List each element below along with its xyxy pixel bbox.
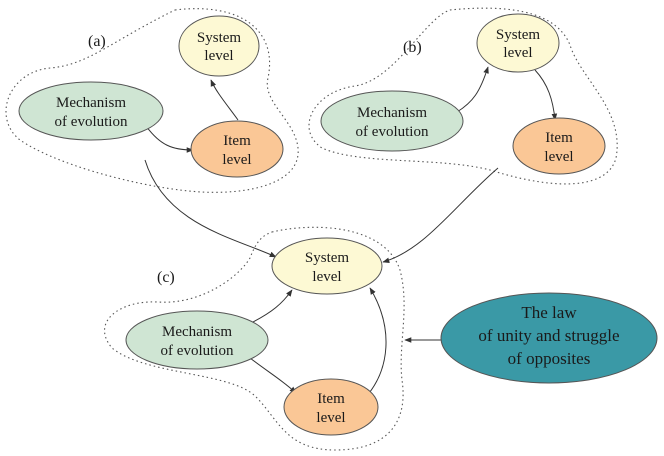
svg-text:System: System xyxy=(305,250,350,266)
arrow-a-to-c-system xyxy=(144,159,277,258)
arrow-b-mechanism-to-system xyxy=(456,66,489,113)
svg-text:Item: Item xyxy=(317,391,345,407)
svg-text:Mechanism: Mechanism xyxy=(162,324,232,340)
svg-text:Mechanism: Mechanism xyxy=(56,95,126,111)
svg-text:level: level xyxy=(312,269,341,285)
arrow-b-to-c-system xyxy=(382,167,499,263)
arrow-a-item-to-system xyxy=(210,79,239,121)
group-outline-a xyxy=(5,8,299,193)
panel-c-label: (c) xyxy=(157,269,175,286)
arrow-c-system-item-bidirectional xyxy=(364,287,387,399)
svg-text:Mechanism: Mechanism xyxy=(357,105,427,121)
node-a-item: Item level xyxy=(190,120,284,178)
panel-b-label: (b) xyxy=(403,39,422,56)
group-outline-b xyxy=(308,7,618,185)
svg-text:The law: The law xyxy=(521,303,577,322)
svg-text:level: level xyxy=(222,152,251,168)
node-a-mechanism: Mechanism of evolution xyxy=(18,81,164,141)
svg-text:System: System xyxy=(496,27,541,43)
panel-b: (b) System level Mechanism of evolution … xyxy=(320,13,606,175)
arrow-b-system-to-item xyxy=(534,69,558,121)
arrow-c-mechanism-to-system xyxy=(252,289,293,323)
node-c-item: Item level xyxy=(283,378,379,436)
svg-text:Item: Item xyxy=(223,133,251,149)
node-law-unity-struggle-opposites: The law of unity and struggle of opposit… xyxy=(440,292,658,384)
node-a-system: System level xyxy=(178,15,260,77)
panel-a: (a) System level Mechanism of evolution … xyxy=(18,15,284,178)
arrow-c-mechanism-to-item xyxy=(249,357,297,394)
node-c-system: System level xyxy=(271,237,383,295)
svg-text:of evolution: of evolution xyxy=(356,124,429,140)
svg-text:level: level xyxy=(544,149,573,165)
node-b-item: Item level xyxy=(512,117,606,175)
group-outline-c xyxy=(104,226,405,451)
svg-text:of unity and struggle: of unity and struggle xyxy=(478,326,619,345)
node-b-mechanism: Mechanism of evolution xyxy=(320,90,464,152)
svg-text:of opposites: of opposites xyxy=(508,349,591,368)
svg-text:of evolution: of evolution xyxy=(161,343,234,359)
node-c-mechanism: Mechanism of evolution xyxy=(125,310,269,370)
svg-text:Item: Item xyxy=(545,130,573,146)
node-b-system: System level xyxy=(476,13,560,73)
svg-text:level: level xyxy=(503,45,532,61)
arrow-a-mechanism-to-item xyxy=(145,125,194,153)
svg-text:System: System xyxy=(197,30,242,46)
panel-a-label: (a) xyxy=(88,33,106,50)
svg-text:of evolution: of evolution xyxy=(55,114,128,130)
svg-text:level: level xyxy=(316,410,345,426)
panel-c: (c) System level Mechanism of evolution … xyxy=(125,237,383,436)
svg-text:level: level xyxy=(204,48,233,64)
